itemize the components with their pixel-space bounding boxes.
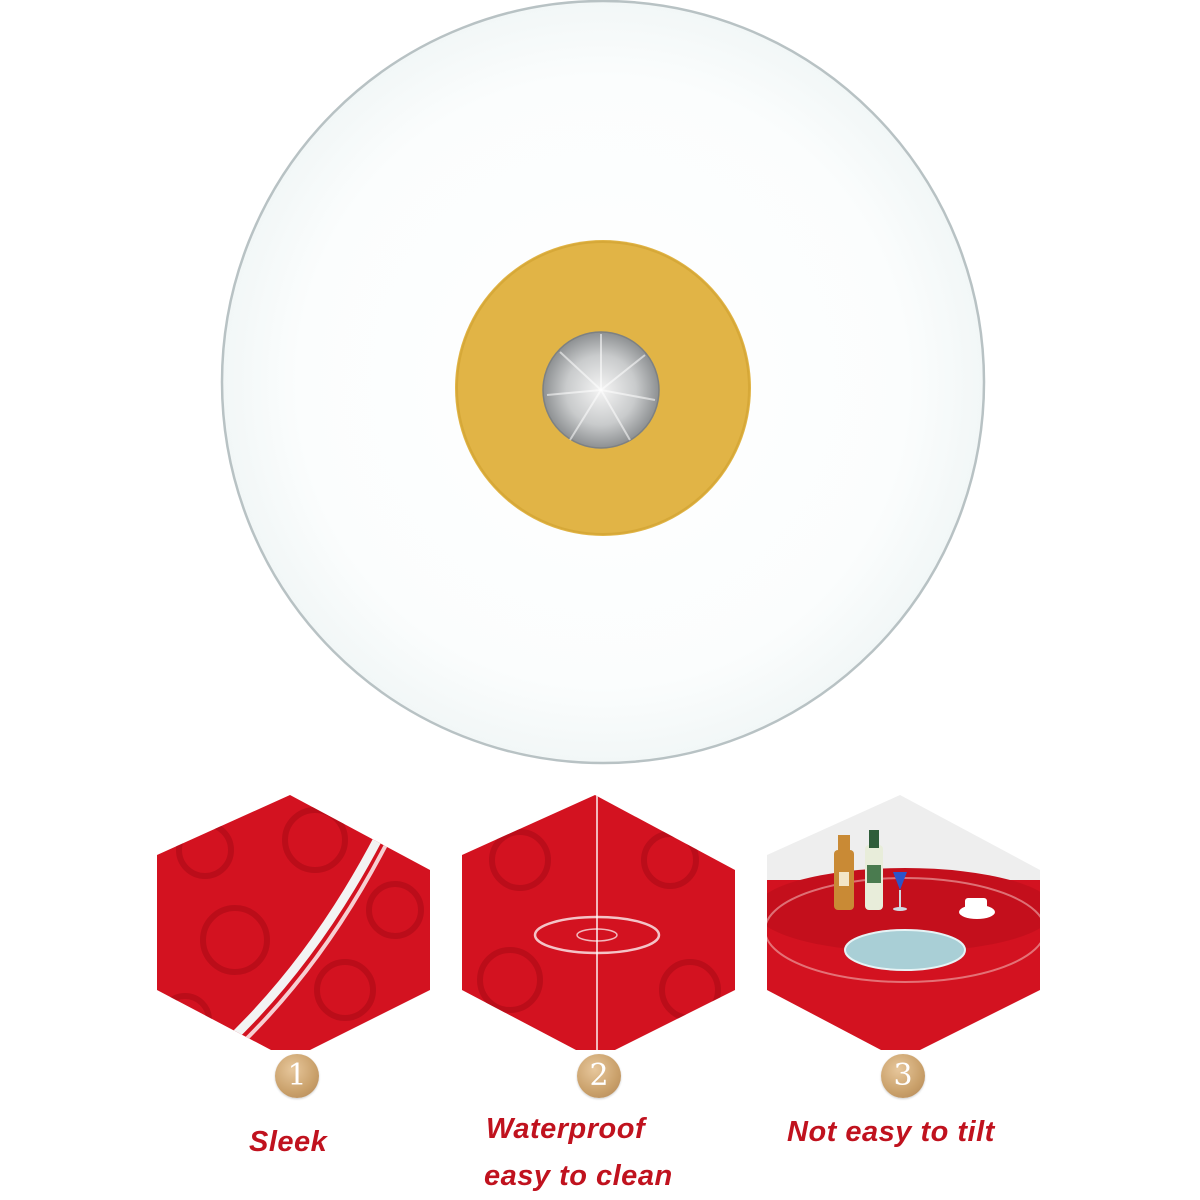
turntable-product-image	[220, 0, 986, 765]
feature-number-badge: 3	[881, 1054, 925, 1098]
feature-waterproof: 2 Waterproof easy to clean	[450, 790, 750, 1200]
feature-caption-line2: easy to clean	[484, 1160, 673, 1192]
center-hub	[542, 331, 660, 449]
table-setting-image	[767, 795, 1040, 1050]
waterproof-image	[462, 795, 735, 1050]
feature-number-badge: 2	[577, 1054, 621, 1098]
feature-number-badge: 1	[275, 1054, 319, 1098]
feature-caption: Sleek	[249, 1126, 328, 1158]
feature-caption: Not easy to tilt	[787, 1116, 995, 1148]
feature-sleek: 1 Sleek	[145, 790, 445, 1200]
sleek-edge-image	[157, 795, 430, 1050]
feature-caption-line1: Waterproof	[486, 1113, 646, 1145]
feature-not-easy-to-tilt: 3 Not easy to tilt	[755, 790, 1055, 1200]
